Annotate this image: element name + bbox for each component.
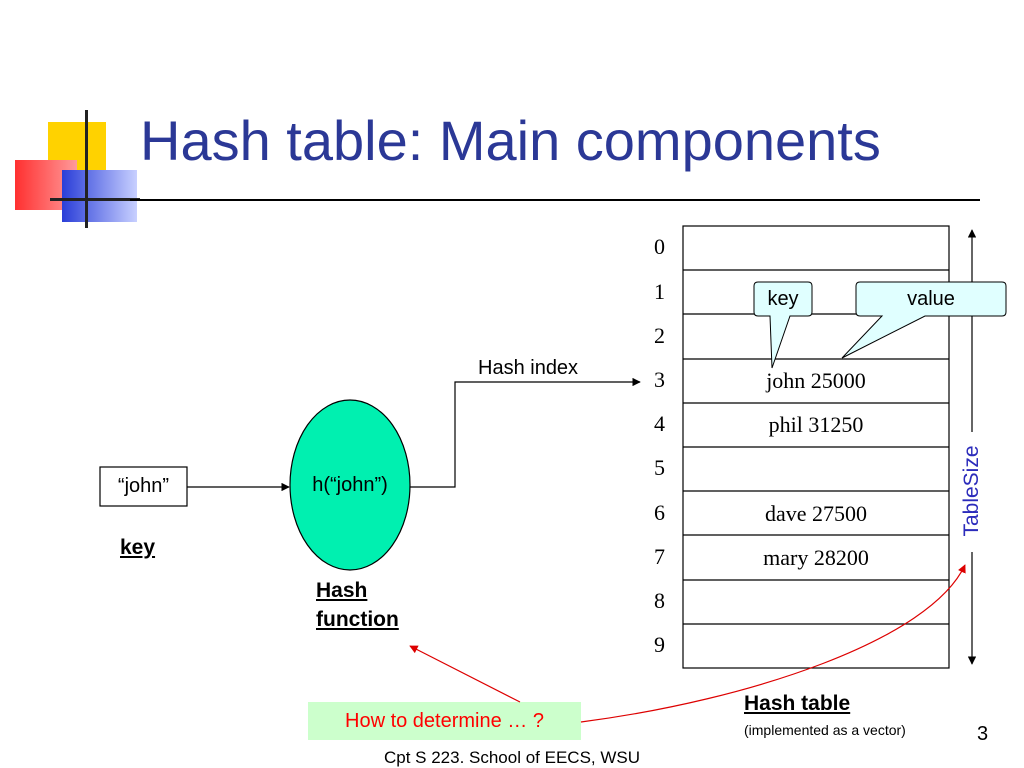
table-index-5: 5: [654, 455, 665, 480]
table-index-4: 4: [654, 411, 665, 436]
table-index-1: 1: [654, 279, 665, 304]
value-callout-shape: [841, 281, 1007, 359]
table-index-3: 3: [654, 367, 665, 392]
slide-title: Hash table: Main components: [140, 109, 881, 172]
table-index-8: 8: [654, 588, 665, 613]
question-text: How to determine … ?: [345, 710, 544, 732]
key-callout-shape: [753, 281, 813, 369]
table-index-6: 6: [654, 500, 665, 525]
slide-footer: Cpt S 223. School of EECS, WSU: [383, 748, 641, 767]
hash-function-ellipse: [289, 399, 411, 571]
hash-index-label: Hash index: [478, 357, 579, 379]
table-cell-7: mary 28200: [763, 545, 869, 570]
table-index-2: 2: [654, 323, 665, 348]
key-callout-label: key: [767, 288, 799, 310]
value-callout-label: value: [907, 288, 955, 310]
table-index-9: 9: [654, 632, 665, 657]
table-index-0: 0: [654, 234, 665, 259]
hash-index-arrow: [410, 377, 641, 488]
hash-function-text: h(“john”): [312, 474, 388, 496]
hash-function-caption-line2: function: [316, 608, 399, 631]
table-cell-3: john 25000: [766, 368, 866, 393]
hash-table-subcaption: (implemented as a vector): [744, 722, 906, 738]
question-box: [308, 702, 581, 740]
table-cell-4: phil 31250: [768, 412, 864, 437]
key-box-text: “john”: [117, 475, 170, 497]
table-index-7: 7: [654, 544, 665, 569]
logo-blue-square: [62, 170, 137, 222]
question-to-function-arrow: [409, 645, 521, 703]
logo-vertical-line: [85, 110, 88, 228]
logo-horizontal-line: [50, 198, 140, 201]
hash-function-caption-line1: Hash: [316, 579, 368, 602]
table-cell-6: dave 27500: [764, 501, 868, 526]
page-number: 3: [977, 723, 989, 745]
key-caption: key: [120, 536, 156, 559]
table-size-label: TableSize: [960, 445, 983, 537]
question-to-tablesize-arrow: [580, 564, 966, 723]
title-underline: [130, 199, 980, 201]
hash-table-caption: Hash table: [744, 692, 851, 715]
